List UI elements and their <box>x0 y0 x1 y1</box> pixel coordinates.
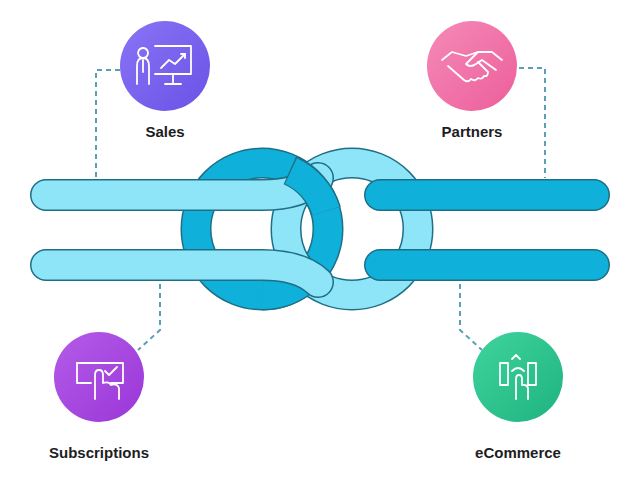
node-label: Partners <box>442 123 503 140</box>
node-label: eCommerce <box>475 444 561 461</box>
node-label: Sales <box>145 123 184 140</box>
icon <box>442 52 502 81</box>
icon-circle <box>54 332 144 422</box>
icon-circle <box>120 21 210 111</box>
icon-circle <box>427 21 517 111</box>
knot <box>46 163 594 295</box>
category-node: Partners <box>427 21 517 111</box>
icon <box>77 363 123 399</box>
category-node: Subscriptions <box>54 332 144 422</box>
category-node: Sales <box>120 21 210 111</box>
category-node: eCommerce <box>473 332 563 422</box>
node-label: Subscriptions <box>49 444 149 461</box>
icon-circle <box>473 332 563 422</box>
icon <box>137 46 191 84</box>
icon <box>500 355 536 399</box>
